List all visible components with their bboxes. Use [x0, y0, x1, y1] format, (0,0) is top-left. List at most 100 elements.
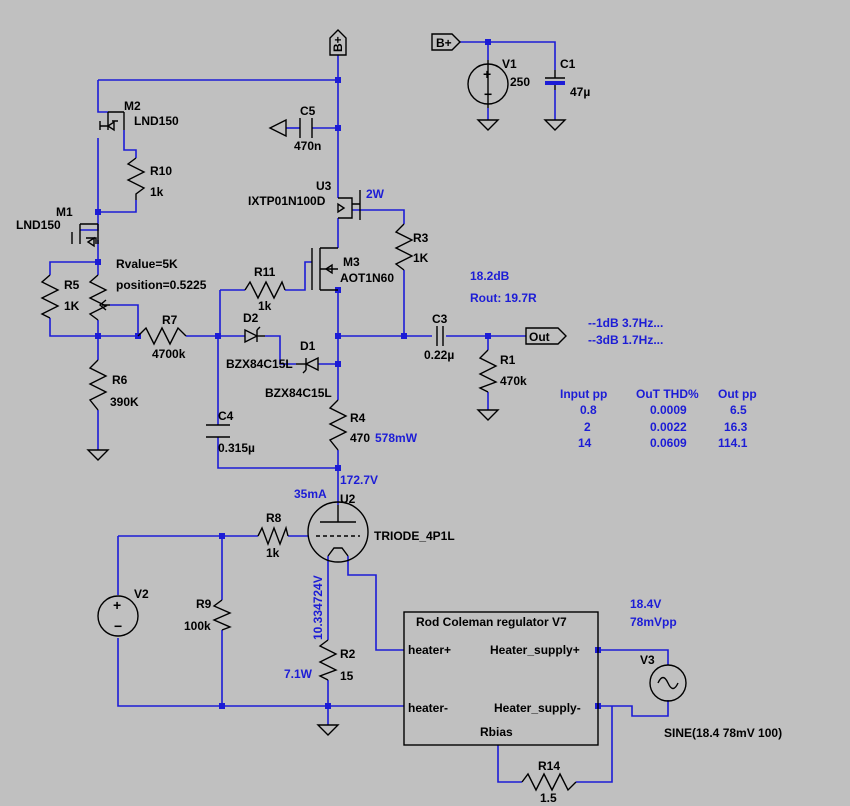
m3-mosfet	[311, 247, 338, 291]
r8-resistor	[257, 525, 289, 546]
svg-text:R6: R6	[112, 373, 128, 387]
svg-text:172.7V: 172.7V	[340, 473, 378, 487]
svg-text:heater+: heater+	[408, 643, 451, 657]
svg-text:15: 15	[340, 669, 354, 683]
svg-text:0.0009: 0.0009	[650, 403, 687, 417]
svg-text:M2: M2	[124, 99, 141, 113]
svg-text:D1: D1	[300, 339, 316, 353]
svg-text:−: −	[484, 86, 492, 102]
svg-text:--3dB 1.7Hz...: --3dB 1.7Hz...	[588, 333, 663, 347]
r11-resistor	[244, 280, 286, 300]
v1-voltage-source: + −	[467, 60, 509, 108]
svg-text:R9: R9	[196, 597, 212, 611]
svg-text:1k: 1k	[258, 299, 272, 313]
svg-text:BZX84C15L: BZX84C15L	[226, 357, 293, 371]
r2-resistor	[318, 639, 338, 681]
svg-text:4700k: 4700k	[152, 347, 186, 361]
svg-text:R7: R7	[162, 313, 178, 327]
svg-text:470: 470	[350, 431, 370, 445]
svg-text:R2: R2	[340, 647, 356, 661]
svg-text:Rod Coleman regulator V7: Rod Coleman regulator V7	[416, 615, 567, 629]
svg-text:Heater_supply-: Heater_supply-	[494, 701, 581, 715]
svg-text:1.5: 1.5	[540, 791, 557, 805]
r4-resistor	[328, 399, 348, 451]
svg-text:R5: R5	[64, 278, 80, 292]
svg-text:R8: R8	[266, 511, 282, 525]
u2-triode	[307, 501, 369, 563]
svg-text:2W: 2W	[366, 187, 385, 201]
svg-text:AOT1N60: AOT1N60	[340, 271, 394, 285]
svg-text:position=0.5225: position=0.5225	[116, 278, 207, 292]
r6-resistor	[88, 359, 108, 411]
svg-text:0.315µ: 0.315µ	[218, 441, 255, 455]
ground-r6	[86, 449, 110, 461]
svg-text:B+: B+	[331, 36, 345, 52]
svg-text:470n: 470n	[294, 139, 321, 153]
svg-text:R14: R14	[538, 759, 560, 773]
svg-text:OuT THD%: OuT THD%	[636, 387, 699, 401]
svg-text:B+: B+	[436, 36, 452, 50]
r7-resistor	[137, 326, 187, 346]
r14-resistor	[521, 772, 577, 792]
svg-text:1k: 1k	[150, 185, 164, 199]
svg-text:IXTP01N100D: IXTP01N100D	[248, 194, 326, 208]
svg-text:0.22µ: 0.22µ	[424, 348, 454, 362]
svg-text:C3: C3	[432, 312, 448, 326]
svg-text:35mA: 35mA	[294, 487, 327, 501]
svg-text:TRIODE_4P1L: TRIODE_4P1L	[374, 529, 455, 543]
svg-text:+: +	[483, 66, 491, 82]
svg-text:Out pp: Out pp	[718, 387, 757, 401]
svg-text:0.0609: 0.0609	[650, 436, 687, 450]
svg-text:6.5: 6.5	[730, 403, 747, 417]
svg-text:1k: 1k	[266, 546, 280, 560]
svg-text:+: +	[113, 597, 121, 613]
potentiometer	[88, 274, 110, 321]
svg-text:--1dB 3.7Hz...: --1dB 3.7Hz...	[588, 316, 663, 330]
svg-text:SINE(18.4 78mV 100): SINE(18.4 78mV 100)	[664, 726, 782, 740]
regulator-block	[403, 611, 599, 746]
svg-text:100k: 100k	[184, 619, 211, 633]
svg-text:R4: R4	[350, 411, 366, 425]
svg-text:R10: R10	[150, 164, 172, 178]
annotations: 18.2dB Rout: 19.7R --1dB 3.7Hz... --3dB …	[294, 269, 677, 640]
svg-text:390K: 390K	[110, 395, 139, 409]
svg-text:16.3: 16.3	[724, 420, 748, 434]
svg-text:R11: R11	[254, 265, 276, 279]
svg-text:M3: M3	[343, 255, 360, 269]
svg-text:Rvalue=5K: Rvalue=5K	[116, 257, 178, 271]
wires	[49, 41, 669, 783]
svg-text:Heater_supply+: Heater_supply+	[490, 643, 580, 657]
svg-text:47µ: 47µ	[570, 85, 590, 99]
r9-resistor	[212, 599, 232, 631]
ground-v1	[476, 119, 500, 131]
d2-zener	[244, 326, 265, 344]
svg-text:78mVpp: 78mVpp	[630, 615, 677, 629]
svg-text:V2: V2	[134, 587, 149, 601]
svg-text:Input pp: Input pp	[560, 387, 607, 401]
c1-capacitor	[545, 70, 565, 90]
svg-text:2: 2	[584, 420, 591, 434]
c3-capacitor	[436, 326, 444, 346]
out-flag: Out	[525, 327, 567, 345]
svg-text:LND150: LND150	[134, 114, 179, 128]
svg-text:LND150: LND150	[16, 218, 61, 232]
svg-text:7.1W: 7.1W	[284, 667, 313, 681]
svg-text:0.8: 0.8	[580, 403, 597, 417]
svg-text:18.2dB: 18.2dB	[470, 269, 510, 283]
svg-text:10.334724V: 10.334724V	[311, 575, 325, 640]
svg-text:C1: C1	[560, 57, 576, 71]
svg-text:heater-: heater-	[408, 701, 448, 715]
ground-r1	[476, 409, 500, 421]
svg-text:470k: 470k	[500, 374, 527, 388]
m2-mosfet	[99, 111, 125, 132]
ground-c1	[543, 119, 567, 131]
svg-text:14: 14	[578, 436, 592, 450]
d1-zener	[296, 356, 319, 374]
svg-text:C4: C4	[218, 409, 234, 423]
svg-text:BZX84C15L: BZX84C15L	[265, 386, 332, 400]
svg-text:Rbias: Rbias	[480, 725, 513, 739]
r5-resistor	[40, 274, 60, 319]
svg-text:114.1: 114.1	[718, 436, 748, 450]
svg-text:D2: D2	[243, 311, 259, 325]
c5-capacitor	[268, 118, 313, 138]
